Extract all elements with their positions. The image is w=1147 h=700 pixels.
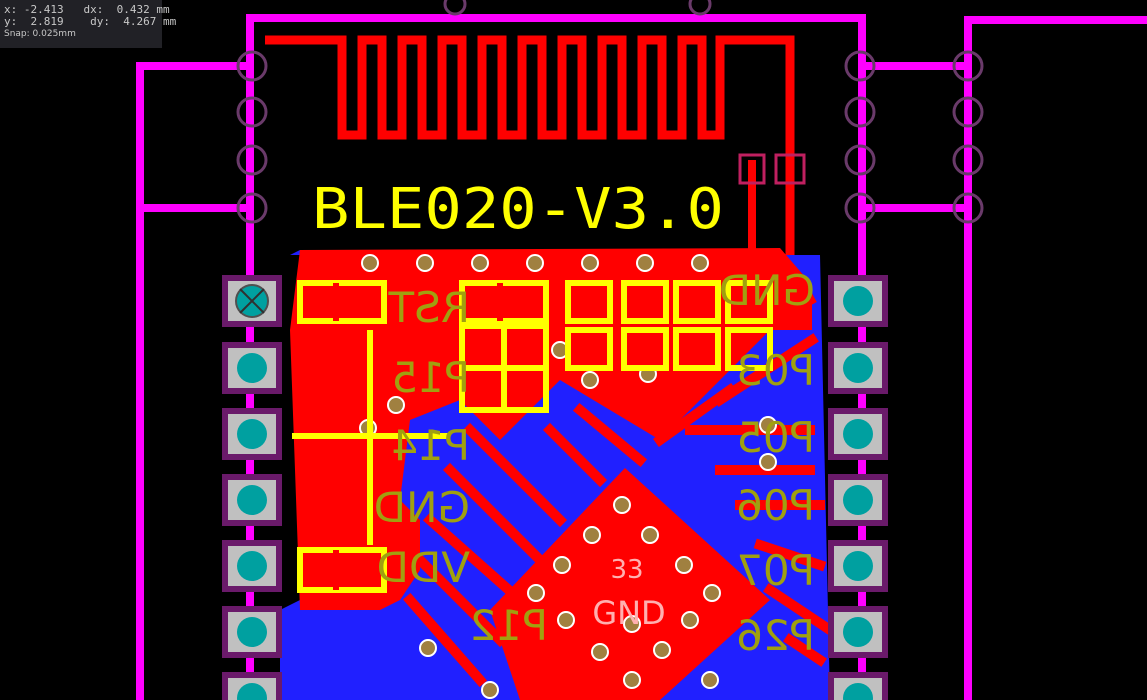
left-pad-2-hole — [237, 353, 267, 383]
y-readout: y: 2.819 dy: 4.267 mm — [4, 15, 177, 28]
left-pad-3-hole — [237, 419, 267, 449]
header-pads-left-rows — [222, 342, 282, 700]
header-pads-right — [828, 275, 888, 700]
svg-text:RST: RST — [388, 283, 470, 332]
left-pad-6-hole — [237, 617, 267, 647]
board-name-silk: BLE020-V3.0 — [312, 177, 724, 242]
svg-text:P15: P15 — [391, 353, 470, 402]
svg-text:GND: GND — [719, 266, 815, 315]
antenna-trace — [265, 35, 795, 300]
svg-text:P26: P26 — [736, 611, 815, 660]
right-pad-1-hole — [843, 286, 873, 316]
svg-text:P14: P14 — [391, 421, 470, 470]
gnd-exposed-pad — [490, 468, 770, 700]
silk-top — [292, 280, 773, 593]
svg-text:P03: P03 — [736, 346, 815, 395]
left-pad-7-hole — [237, 683, 267, 700]
silk-bottom-right: GND P03 P05 P06 P07 P26 — [719, 266, 815, 660]
right-pad-4-hole — [843, 485, 873, 515]
antenna-pad-1 — [738, 153, 766, 185]
svg-text:P05: P05 — [736, 413, 815, 462]
right-pad-2-hole — [843, 353, 873, 383]
dx-value: 0.432 mm — [116, 3, 170, 16]
right-pad-7-hole — [843, 683, 873, 700]
pad-net-name: GND — [592, 594, 665, 632]
x-readout: x: -2.413 dx: 0.432 mm — [4, 3, 170, 16]
right-pad-6-hole — [843, 617, 873, 647]
svg-text:P12: P12 — [469, 601, 548, 650]
edge-castellations — [236, 0, 984, 224]
left-pad-4-hole — [237, 485, 267, 515]
dy-value: 4.267 mm — [123, 15, 177, 28]
svg-text:VDD: VDD — [377, 543, 470, 592]
snap-readout: Snap: 0.025mm — [4, 29, 76, 39]
x-value: -2.413 — [23, 3, 64, 16]
silk-bottom-left: RST P15 P14 GND VDD P12 — [374, 283, 548, 650]
right-pad-5-hole — [843, 551, 873, 581]
svg-text:P06: P06 — [736, 481, 815, 530]
right-pad-3-hole — [843, 419, 873, 449]
svg-text:GND: GND — [374, 483, 470, 532]
pad-number: 33 — [610, 555, 643, 585]
left-pad-5-hole — [237, 551, 267, 581]
y-value: 2.819 — [30, 15, 64, 28]
top-copper-pour — [290, 248, 812, 610]
antenna-pad-2 — [774, 153, 806, 185]
coordinate-readout: x: -2.413 dx: 0.432 mm y: 2.819 dy: 4.26… — [0, 0, 177, 48]
header-pads-left — [222, 275, 282, 327]
svg-text:P07: P07 — [736, 546, 815, 595]
